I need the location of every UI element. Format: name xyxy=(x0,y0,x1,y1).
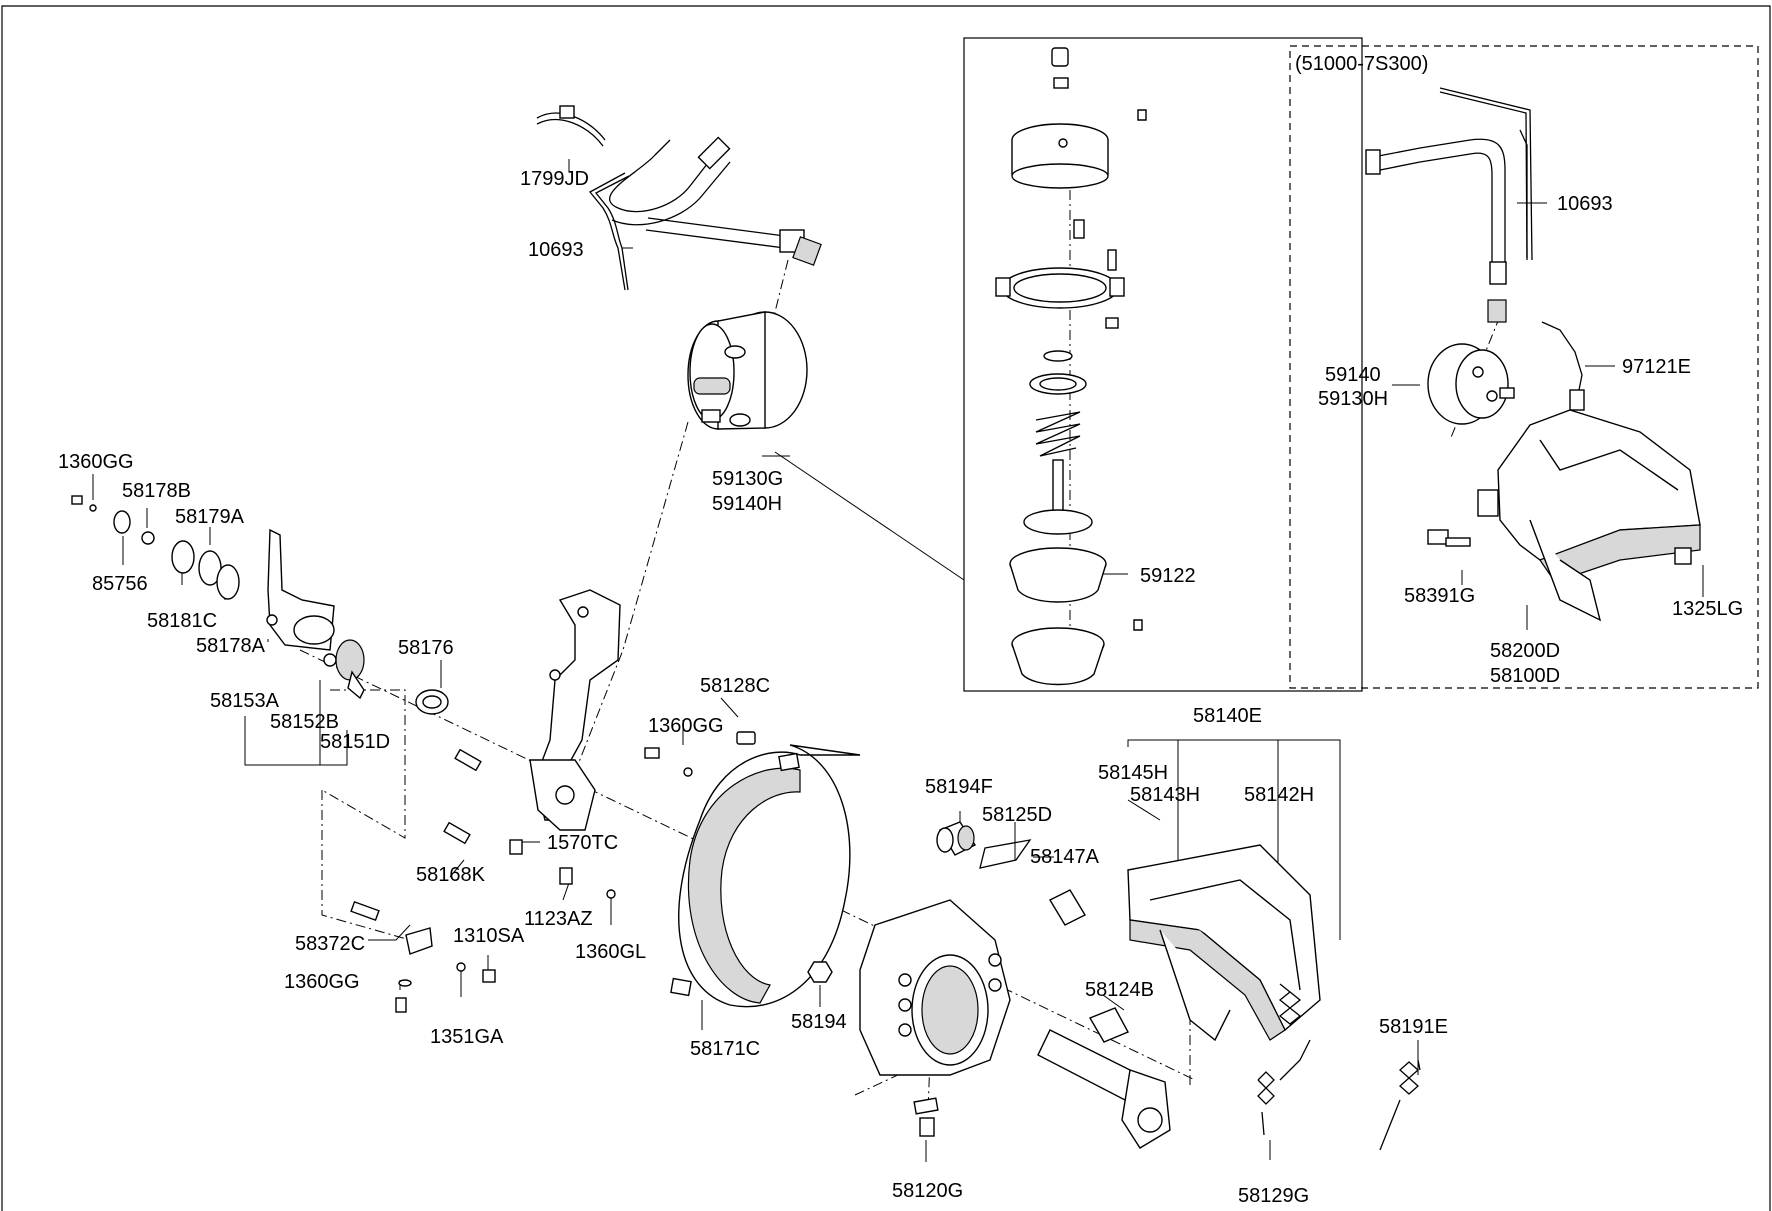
label-1325LG: 1325LG xyxy=(1672,598,1743,620)
label-1351GA: 1351GA xyxy=(430,1026,504,1048)
air-hose-part xyxy=(609,136,822,266)
label-58124B: 58124B xyxy=(1085,979,1154,1001)
label-58179A: 58179A xyxy=(175,506,245,528)
label-58151D: 58151D xyxy=(320,731,390,753)
ring-58176-inner xyxy=(422,695,442,709)
page-border xyxy=(1,5,1771,1211)
label-1360GG-low: 1360GG xyxy=(284,971,360,993)
label-59140: 59140 xyxy=(1325,364,1381,386)
label-1123AZ: 1123AZ xyxy=(524,908,593,930)
label-10693-left: 10693 xyxy=(528,239,584,261)
label-58153A: 58153A xyxy=(210,690,280,712)
small-hardware xyxy=(350,731,756,1013)
roller-and-clips xyxy=(936,821,1129,1043)
label-58129G: 58129G xyxy=(1238,1185,1309,1207)
label-58120G: 58120G xyxy=(892,1180,963,1202)
label-58142H: 58142H xyxy=(1244,784,1314,806)
brake-shoes-part xyxy=(1127,844,1321,1042)
chamber-bracket-part xyxy=(443,589,621,855)
label-alternate-group: (51000-7S300) xyxy=(1295,53,1428,75)
alternate-group-box xyxy=(1289,45,1759,689)
label-58168K: 58168K xyxy=(416,864,486,886)
label-1799JD: 1799JD xyxy=(520,168,589,190)
label-59122: 59122 xyxy=(1140,565,1196,587)
label-58181C: 58181C xyxy=(147,610,217,632)
alternate-caliper-group xyxy=(1365,87,1701,622)
label-58100D: 58100D xyxy=(1490,665,1560,687)
label-59130G: 59130G xyxy=(712,468,783,490)
label-58372C: 58372C xyxy=(295,933,365,955)
return-springs xyxy=(1257,983,1421,1151)
label-58178A: 58178A xyxy=(196,635,266,657)
label-58194: 58194 xyxy=(791,1011,847,1033)
brake-chamber-part xyxy=(687,311,808,430)
label-58152B: 58152B xyxy=(270,711,339,733)
camshaft-part xyxy=(1037,1029,1171,1149)
label-58147A: 58147A xyxy=(1030,846,1100,868)
label-59130H: 59130H xyxy=(1318,388,1388,410)
label-58391G: 58391G xyxy=(1404,585,1475,607)
label-97121E: 97121E xyxy=(1622,356,1691,378)
label-58176: 58176 xyxy=(398,637,454,659)
label-58140E: 58140E xyxy=(1193,705,1262,727)
vent-wire-left xyxy=(589,172,630,291)
label-10693-right: 10693 xyxy=(1557,193,1613,215)
label-1360GL: 1360GL xyxy=(575,941,646,963)
label-58191E: 58191E xyxy=(1379,1016,1448,1038)
dust-shield-part xyxy=(670,744,861,1008)
leader-lines xyxy=(92,159,1704,1162)
brake-spider-part xyxy=(859,899,1011,1137)
label-58194F: 58194F xyxy=(925,776,993,798)
chamber-detail-box xyxy=(963,37,1363,692)
label-58178B: 58178B xyxy=(122,480,191,502)
label-1360GG-mid: 1360GG xyxy=(648,715,724,737)
label-58200D: 58200D xyxy=(1490,640,1560,662)
chamber-internals xyxy=(995,47,1147,686)
cable-tie-part xyxy=(536,105,606,147)
label-58128C: 58128C xyxy=(700,675,770,697)
label-1310SA: 1310SA xyxy=(453,925,525,947)
label-58171C: 58171C xyxy=(690,1038,760,1060)
slack-adjuster-cluster xyxy=(71,495,365,700)
nut-58194 xyxy=(807,961,833,983)
label-58125D: 58125D xyxy=(982,804,1052,826)
label-59140H: 59140H xyxy=(712,493,782,515)
label-58145H: 58145H xyxy=(1098,762,1168,784)
label-58143H: 58143H xyxy=(1130,784,1200,806)
label-85756: 85756 xyxy=(92,573,148,595)
label-1360GG-top: 1360GG xyxy=(58,451,134,473)
part-callouts: 1799JD 10693 59130G 59140H 59122 (51000-… xyxy=(58,53,1743,1207)
label-1570TC: 1570TC xyxy=(547,832,618,854)
